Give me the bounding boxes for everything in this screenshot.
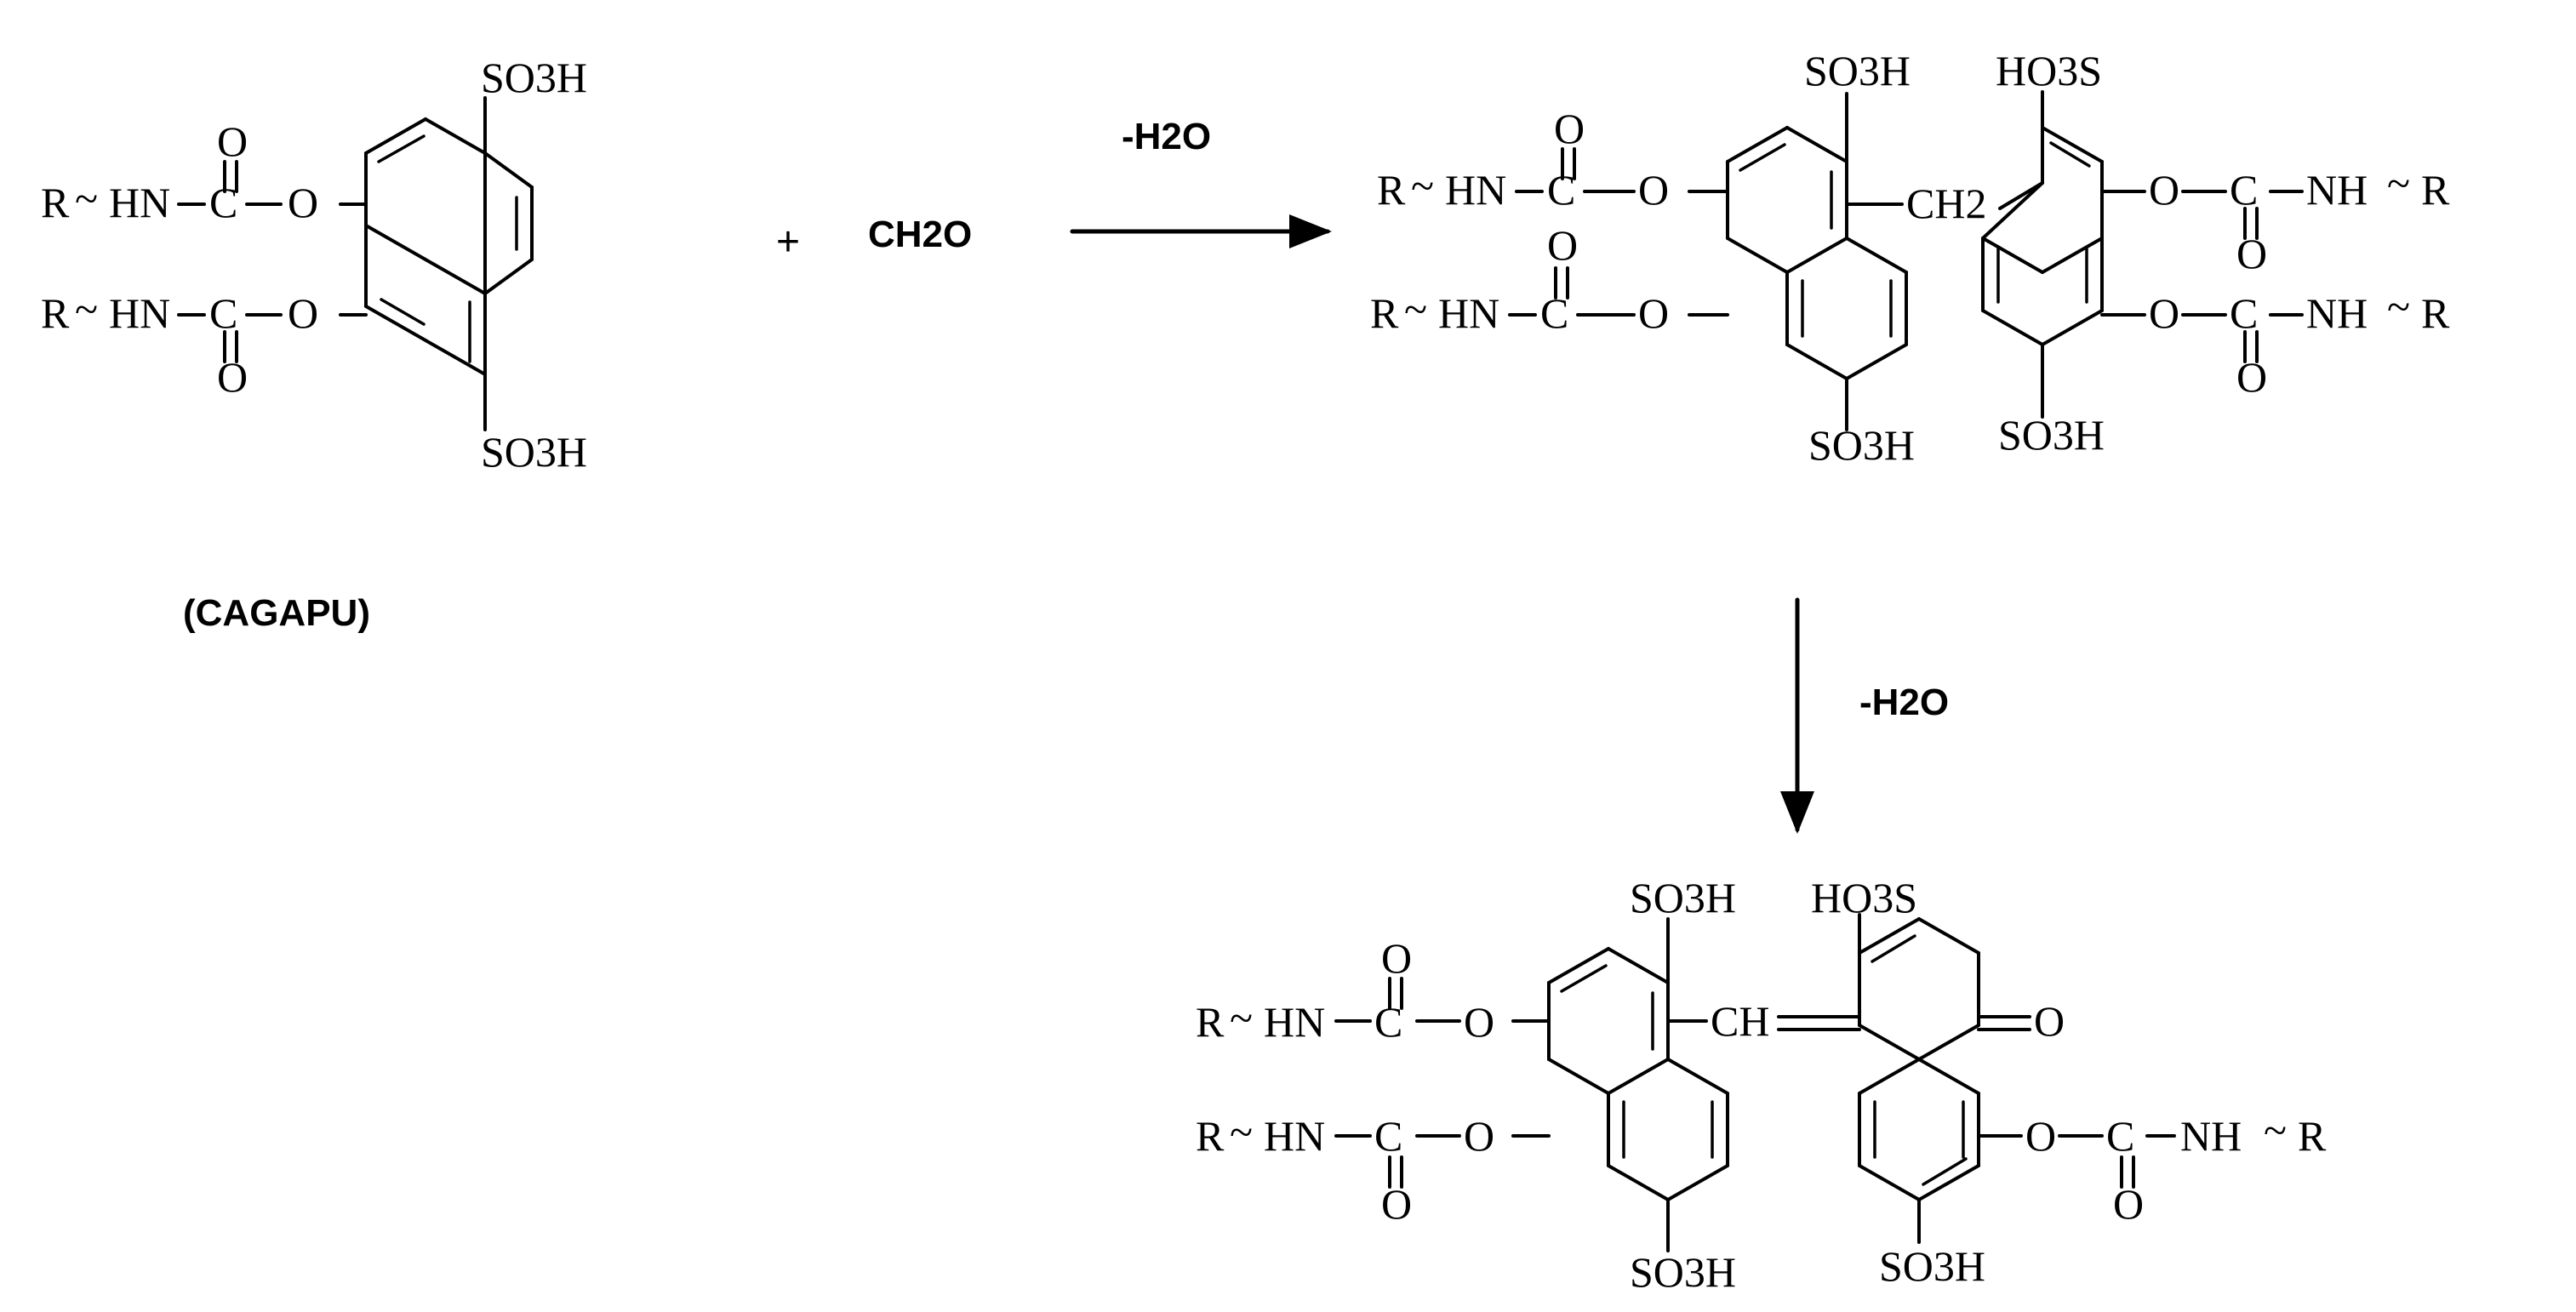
- svg-text:~: ~: [1230, 1108, 1253, 1155]
- svg-text:~: ~: [2387, 159, 2410, 207]
- svg-text:C: C: [209, 289, 237, 337]
- svg-text:O: O: [2149, 289, 2179, 337]
- svg-text:O: O: [1547, 221, 1578, 269]
- step1-water-loss-label: -H2O: [1122, 116, 1211, 157]
- svg-text:C: C: [2230, 289, 2258, 337]
- svg-text:R: R: [41, 179, 70, 226]
- reactant-carbamate-lower: R ~ HN C O O: [41, 285, 318, 401]
- svg-text:O: O: [2113, 1180, 2144, 1228]
- reactant-carbamate-upper: R ~ HN C O O: [41, 117, 318, 226]
- svg-text:O: O: [1381, 1180, 1412, 1228]
- intermediate-so3h-bottom-left: SO3H: [1808, 421, 1915, 469]
- intermediate-ho3s-top-right: HO3S: [1996, 47, 2102, 94]
- intermediate-molecule: CH2 SO3H HO3S SO3H SO3H R: [1370, 47, 2450, 469]
- reactant-molecule: SO3H SO3H R ~ HN C O O R ~ HN C O O: [41, 54, 587, 476]
- svg-text:R: R: [2421, 289, 2450, 337]
- svg-text:~: ~: [75, 174, 98, 222]
- svg-text:HN: HN: [1445, 166, 1506, 214]
- reagent-formaldehyde: CH2O: [868, 214, 972, 255]
- svg-text:R: R: [2421, 166, 2450, 214]
- product-so3h-bottom-right: SO3H: [1879, 1242, 1985, 1290]
- intermediate-right-naphthalene: [1981, 90, 2146, 419]
- intermediate-so3h-bottom-right: SO3H: [1998, 411, 2105, 459]
- intermediate-left-carbamate-lower: R ~ HN C O O: [1370, 221, 1669, 337]
- reaction-arrow-step2: -H2O: [1780, 597, 1949, 834]
- svg-text:O: O: [2236, 230, 2267, 277]
- product-left-carbamate-lower: R ~ HN C O O: [1196, 1108, 1494, 1228]
- svg-text:O: O: [1554, 105, 1585, 152]
- svg-text:O: O: [2025, 1112, 2056, 1160]
- product-quinone-oxygen: O: [2034, 997, 2065, 1045]
- svg-text:NH: NH: [2306, 166, 2368, 214]
- svg-text:~: ~: [1404, 285, 1427, 333]
- product-right-naphthoquinone: [1858, 913, 2031, 1244]
- intermediate-right-carbamate-lower: O C O NH ~ R: [2149, 282, 2450, 401]
- product-so3h-bottom-left: SO3H: [1630, 1248, 1736, 1296]
- intermediate-ch2-bridge: CH2: [1906, 180, 1986, 227]
- reactant-naphthalene-core: [339, 96, 534, 431]
- product-molecule: CH O SO3H: [1196, 874, 2327, 1296]
- reaction-arrow-step1: -H2O: [1070, 116, 1332, 248]
- svg-text:O: O: [1638, 166, 1669, 214]
- svg-text:HN: HN: [1264, 998, 1325, 1046]
- svg-text:C: C: [2106, 1112, 2134, 1160]
- svg-text:O: O: [1464, 1112, 1494, 1160]
- svg-text:R: R: [1377, 166, 1406, 214]
- svg-text:O: O: [288, 289, 318, 337]
- intermediate-right-carbamate-upper: O C O NH ~ R: [2149, 159, 2450, 277]
- reactant-so3h-top: SO3H: [481, 54, 587, 101]
- svg-text:C: C: [1374, 1112, 1402, 1160]
- intermediate-left-naphthalene: [1688, 92, 1908, 431]
- svg-text:R: R: [1196, 1112, 1225, 1160]
- svg-text:R: R: [1196, 998, 1225, 1046]
- svg-text:O: O: [217, 353, 248, 401]
- svg-text:O: O: [1638, 289, 1669, 337]
- svg-text:HN: HN: [109, 289, 170, 337]
- reactant-so3h-bottom: SO3H: [481, 428, 587, 476]
- svg-text:~: ~: [2264, 1106, 2287, 1154]
- svg-text:O: O: [1464, 998, 1494, 1046]
- product-left-carbamate-upper: R ~ HN C O O: [1196, 934, 1494, 1046]
- svg-text:HN: HN: [1264, 1112, 1325, 1160]
- svg-text:~: ~: [2387, 282, 2410, 330]
- svg-text:HN: HN: [109, 179, 170, 226]
- product-ch-bridge: CH: [1711, 997, 1769, 1045]
- svg-text:O: O: [1381, 934, 1412, 982]
- product-so3h-top-left: SO3H: [1630, 874, 1736, 921]
- svg-text:~: ~: [75, 285, 98, 333]
- svg-text:~: ~: [1230, 994, 1253, 1041]
- svg-text:O: O: [288, 179, 318, 226]
- svg-text:C: C: [2230, 166, 2258, 214]
- svg-text:R: R: [1370, 289, 1399, 337]
- product-right-carbamate: O C O NH ~ R: [2025, 1106, 2327, 1228]
- svg-text:NH: NH: [2180, 1112, 2242, 1160]
- reactant-name-label: (CAGAPU): [183, 592, 370, 634]
- svg-text:O: O: [2236, 353, 2267, 401]
- product-ho3s-top-right: HO3S: [1811, 874, 1917, 921]
- svg-text:O: O: [217, 117, 248, 165]
- product-left-naphthalene: [1511, 917, 1729, 1252]
- intermediate-so3h-top-left: SO3H: [1804, 47, 1911, 94]
- svg-text:HN: HN: [1438, 289, 1499, 337]
- svg-text:~: ~: [1411, 162, 1434, 209]
- step2-water-loss-label: -H2O: [1859, 682, 1949, 723]
- svg-text:R: R: [2298, 1112, 2327, 1160]
- svg-text:O: O: [2149, 166, 2179, 214]
- intermediate-left-carbamate-upper: R ~ HN C O O: [1377, 105, 1669, 214]
- svg-text:NH: NH: [2306, 289, 2368, 337]
- plus-sign: +: [776, 220, 800, 265]
- svg-text:R: R: [41, 289, 70, 337]
